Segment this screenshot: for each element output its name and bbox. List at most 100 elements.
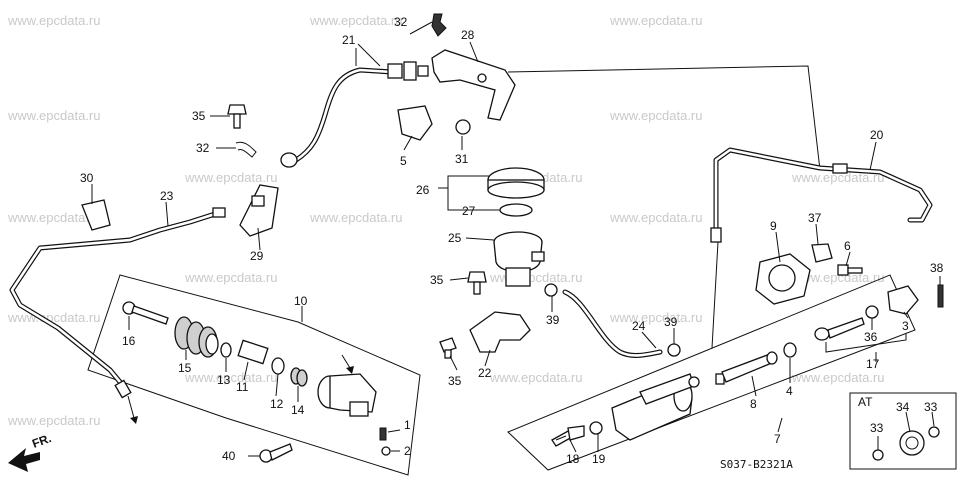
pipe-23 [9, 211, 218, 385]
part-label: 19 [592, 452, 606, 466]
group-box-7 [507, 274, 916, 471]
part-label: 34 [896, 400, 910, 414]
watermark: www.epcdata.ru [7, 413, 101, 428]
watermark: www.epcdata.ru [609, 108, 703, 123]
bolt-36 [814, 317, 865, 341]
part-label: 23 [160, 189, 174, 203]
master-cylinder-1 [317, 373, 377, 417]
boot-4 [783, 342, 797, 358]
cap-2 [381, 446, 391, 456]
nut-33 [872, 449, 884, 461]
piston-11 [237, 339, 269, 365]
arrow-icon [130, 416, 138, 424]
watermark: www.epcdata.ru [184, 370, 278, 385]
part-label: 26 [416, 183, 430, 197]
part-label: 8 [750, 397, 757, 411]
part-label: 2 [404, 444, 411, 458]
boot-15 [174, 316, 219, 358]
watermark: www.epcdata.ru [184, 270, 278, 285]
part-label: 40 [222, 449, 236, 463]
watermark: www.epcdata.ru [309, 210, 403, 225]
part-label: 12 [270, 397, 284, 411]
at-label: AT [858, 395, 873, 409]
watermark: www.epcdata.ru [7, 210, 101, 225]
holder-5 [397, 105, 433, 141]
part-label: 14 [291, 403, 305, 417]
clip-32 [235, 141, 257, 158]
part-label: 32 [196, 141, 210, 155]
watermark: www.epcdata.ru [7, 108, 101, 123]
push-rod-8 [715, 351, 778, 385]
ref-line-hose-to-cylinder [711, 241, 719, 349]
part-label: 39 [546, 313, 560, 327]
pipe-fitting [710, 227, 722, 243]
pipe-fitting [114, 379, 132, 399]
bracket-30 [81, 199, 111, 231]
pipe-fitting [212, 207, 226, 218]
part-label: 18 [566, 452, 580, 466]
bolt-40 [259, 443, 293, 463]
watermark: www.epcdata.ru [609, 13, 703, 28]
part-label: 33 [870, 421, 884, 435]
watermark: www.epcdata.ru [609, 210, 703, 225]
watermark: www.epcdata.ru [184, 170, 278, 185]
nut-37 [811, 243, 833, 263]
part-label: 32 [394, 15, 408, 29]
front-label: FR. [30, 431, 53, 451]
bolt-35-mid [467, 271, 487, 295]
watermark: www.epcdata.ru [489, 370, 583, 385]
part-label: 5 [400, 154, 407, 168]
part-label: 36 [864, 330, 878, 344]
front-arrow-icon [8, 448, 40, 472]
ring-13 [220, 342, 232, 358]
part-labels: 1 2 3 4 5 6 7 8 9 10 11 12 13 14 15 16 1… [80, 15, 944, 466]
part-label: 28 [461, 28, 475, 42]
part-label: 7 [774, 432, 781, 446]
ref-line-bracket-to-pipe [507, 65, 821, 171]
leader-lines [91, 21, 941, 457]
part-label: 3 [902, 319, 909, 333]
watermark: www.epcdata.ru [791, 370, 885, 385]
slave-cylinder-7 [611, 373, 700, 441]
part-label: 10 [294, 294, 308, 308]
bolt-6 [837, 264, 863, 276]
part-label: 16 [122, 334, 136, 348]
at-box [849, 392, 957, 470]
part-label: 30 [80, 171, 94, 185]
part-label: 35 [192, 109, 206, 123]
part-label: 20 [870, 128, 884, 142]
pipe-fitting [832, 163, 848, 174]
part-label: 15 [178, 361, 192, 375]
part-label: 22 [478, 366, 492, 380]
part-label: 33 [924, 400, 938, 414]
bracket-3 [887, 285, 919, 315]
bracket-29 [239, 184, 279, 237]
part-label: 37 [808, 211, 822, 225]
part-label: 24 [632, 319, 646, 333]
watermark: www.epcdata.ru [791, 170, 885, 185]
nut-33 [928, 426, 940, 438]
group-box-10 [87, 274, 421, 476]
part-label: 31 [455, 152, 469, 166]
watermark: www.epcdata.ru [309, 13, 403, 28]
drawing-code: S037-B2321A [720, 458, 793, 471]
part-label: 17 [866, 357, 880, 371]
part-label: 39 [664, 315, 678, 329]
bleeder-1 [379, 427, 387, 441]
part-label: 27 [462, 204, 476, 218]
part-label: 9 [770, 219, 777, 233]
washer-19 [589, 421, 603, 435]
clamp-39 [544, 283, 558, 297]
nut-31 [455, 119, 471, 135]
pipe-20 [713, 147, 933, 235]
part-label: 13 [217, 373, 231, 387]
part-label: 6 [844, 239, 851, 253]
part-label: 21 [342, 33, 356, 47]
part-label: 4 [786, 384, 793, 398]
clip-32-top [431, 13, 447, 37]
part-label: 35 [448, 374, 462, 388]
watermark: www.epcdata.ru [609, 310, 703, 325]
part-label: 11 [236, 380, 249, 394]
bolt-18 [551, 425, 585, 447]
